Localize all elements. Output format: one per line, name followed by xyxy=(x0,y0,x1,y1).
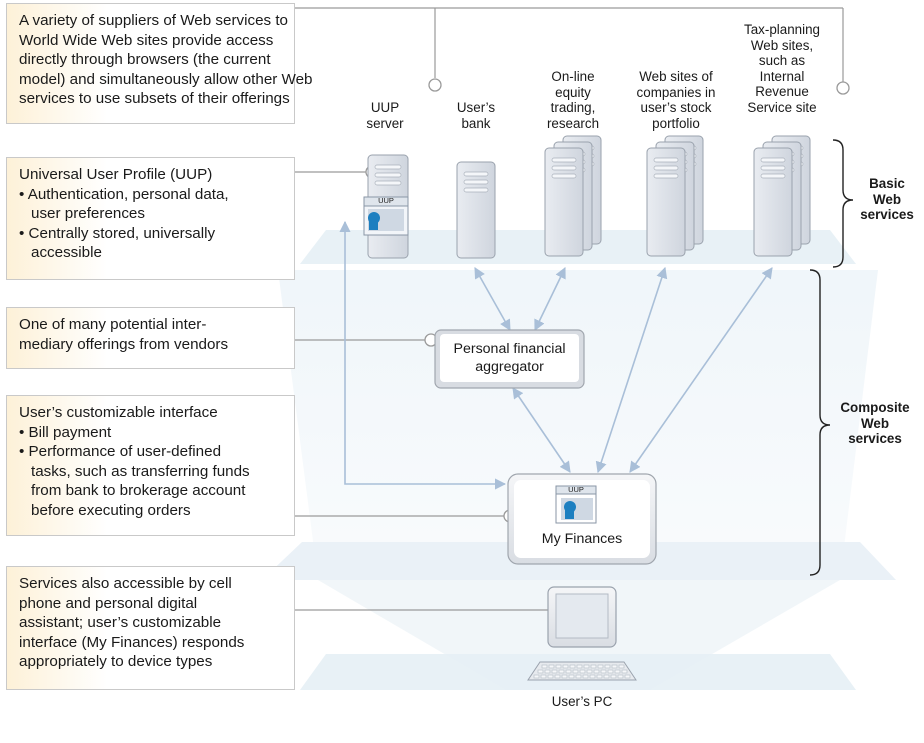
composite-web-services-label: Composite Web services xyxy=(826,400,924,447)
server-label-line: Service site xyxy=(747,99,817,115)
server-label-line: Internal xyxy=(759,68,805,84)
composite-brace xyxy=(809,269,831,576)
server-label-line: On-line xyxy=(551,69,595,84)
server-label-line: User’s xyxy=(456,100,496,115)
callout-line: directly through browsers (the current xyxy=(19,51,271,68)
server-label-line: user’s stock xyxy=(640,100,712,115)
server-label-uup: UUP server xyxy=(358,100,412,131)
callout-line: • Performance of user-defined xyxy=(19,443,222,460)
server-label-line: portfolio xyxy=(652,115,700,131)
callout-intermediary: One of many potential inter- mediary off… xyxy=(6,307,295,369)
pc-icon xyxy=(527,586,637,681)
callout-line: tasks, such as transferring funds xyxy=(31,462,250,480)
callout-line: mediary offerings from vendors xyxy=(19,335,229,353)
callout-line: Universal User Profile (UUP) xyxy=(19,166,213,183)
server-label-line: Tax-planning xyxy=(744,22,820,37)
callout-line: model) and simultaneously allow other We… xyxy=(19,70,313,88)
callout-line: appropriately to device types xyxy=(19,653,213,670)
user-head-icon xyxy=(564,501,576,519)
server-tower-trading xyxy=(544,135,602,257)
callout-line: before executing orders xyxy=(31,501,191,519)
server-label-trading: On-line equity trading, research xyxy=(528,69,618,131)
arrow-bank-to-aggregator xyxy=(474,267,511,331)
section-label-line: services xyxy=(860,207,914,222)
server-label-tax: Tax-planning Web sites, such as Internal… xyxy=(730,22,834,115)
aggregator-box xyxy=(434,329,585,389)
basic-web-services-label: Basic Web services xyxy=(850,176,924,223)
server-label-line: server xyxy=(366,115,404,131)
basic-brace xyxy=(832,139,854,268)
aggregator-label-line: Personal financial xyxy=(453,341,566,357)
callout-line: A variety of suppliers of Web services t… xyxy=(19,12,288,29)
callout-line: • Centrally stored, universally xyxy=(19,224,216,242)
section-label-line: Basic xyxy=(869,176,905,191)
myfinances-uup-badge: UUP xyxy=(568,485,584,494)
server-label-line: such as xyxy=(758,53,806,68)
myfinances-label: My Finances xyxy=(541,531,623,547)
callout-uup: Universal User Profile (UUP) • Authentic… xyxy=(6,157,295,280)
arrow-tax-to-myfinances xyxy=(629,267,773,473)
callout-line: services to use subsets of their offerin… xyxy=(19,90,290,107)
server-tower-bank xyxy=(456,161,496,259)
user-head-icon xyxy=(368,212,380,230)
server-tower-stocks xyxy=(646,135,704,257)
server-label-stocks: Web sites of companies in user’s stock p… xyxy=(626,69,726,131)
myfinances-box xyxy=(507,473,657,565)
server-label-line: trading, xyxy=(550,100,596,115)
server-label-line: Revenue xyxy=(755,84,809,99)
callout-line: • Authentication, personal data, xyxy=(19,185,229,203)
server-label-line: UUP xyxy=(370,100,400,115)
callout-line: Services also accessible by cell xyxy=(19,575,232,592)
server-label-line: Web sites, xyxy=(750,37,814,53)
callout-custom-interface: User’s customizable interface • Bill pay… xyxy=(6,395,295,536)
callout-line: from bank to brokerage account xyxy=(31,482,246,499)
callout-line: • Bill payment xyxy=(19,423,112,441)
arrow-trading-to-aggregator xyxy=(534,266,566,332)
section-label-line: services xyxy=(848,431,902,446)
section-label-line: Web xyxy=(860,415,890,431)
callout-line: accessible xyxy=(31,244,102,261)
callout-web-suppliers: A variety of suppliers of Web services t… xyxy=(6,3,313,124)
aggregator-label-line: aggregator xyxy=(475,359,544,375)
server-label-line: Web sites of xyxy=(639,69,713,84)
server-label-line: equity xyxy=(555,84,591,100)
callout-line: One of many potential inter- xyxy=(19,316,207,333)
callout-line: user preferences xyxy=(31,205,145,222)
aggregator-label: Personal financial aggregator xyxy=(440,340,579,376)
connector-node xyxy=(428,78,442,92)
arrow-aggregator-to-myfinances xyxy=(512,387,571,473)
server-tower-tax xyxy=(753,135,811,257)
server-label-line: companies in xyxy=(636,84,716,100)
section-braces xyxy=(809,139,854,576)
callout-line: User’s customizable interface xyxy=(19,404,218,421)
callout-devices: Services also accessible by cell phone a… xyxy=(6,566,295,690)
section-label-line: Web xyxy=(872,191,902,207)
connector-node xyxy=(836,81,850,95)
data-flow-arrows xyxy=(339,220,773,490)
callout-line: assistant; user’s customizable xyxy=(19,614,222,631)
server-label-line: bank xyxy=(461,115,491,131)
callout-line: World Wide Web sites provide access xyxy=(19,31,274,49)
callout-line: interface (My Finances) responds xyxy=(19,633,245,651)
uup-profile-card xyxy=(363,196,409,236)
arrow-uup-to-myfinances xyxy=(339,220,507,490)
callout-text: A variety of suppliers of Web services t… xyxy=(19,11,313,109)
callout-line: phone and personal digital xyxy=(19,594,198,612)
section-label-line: Composite xyxy=(840,400,910,415)
pc-label: User’s PC xyxy=(551,694,613,709)
uup-card-badge: UUP xyxy=(378,196,394,205)
server-label-line: research xyxy=(546,115,600,131)
server-label-bank: User’s bank xyxy=(447,100,505,131)
